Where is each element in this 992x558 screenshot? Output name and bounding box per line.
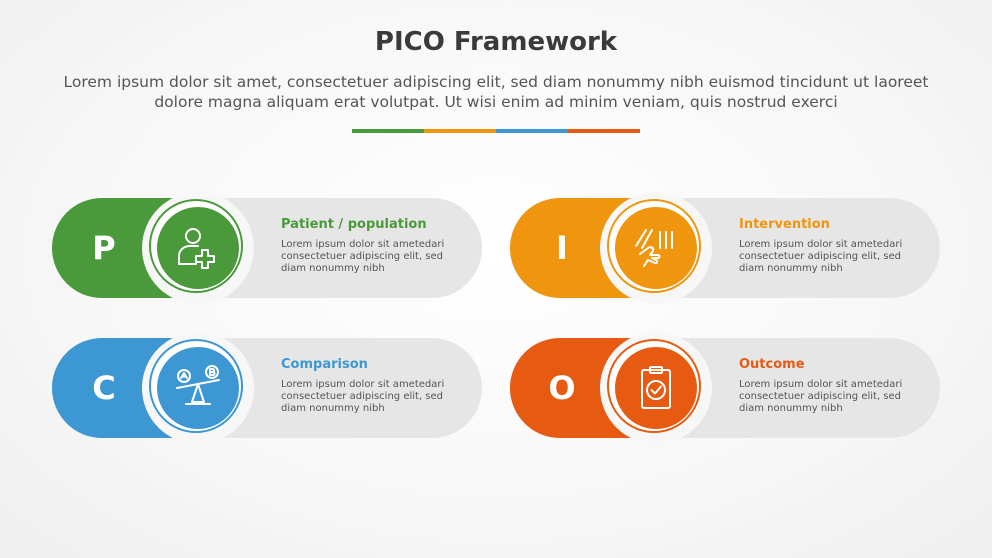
icon-ring	[142, 332, 254, 444]
divider-segment-green	[352, 129, 424, 133]
card-letter: C	[92, 369, 116, 407]
card-title: Patient / population	[281, 217, 427, 232]
page-title: PICO Framework	[374, 27, 618, 57]
card-letter: I	[556, 229, 568, 267]
hand-blocks-icon	[635, 229, 673, 267]
icon-ring	[600, 192, 712, 304]
seesaw-ab-icon	[176, 365, 220, 405]
card-letter: P	[92, 229, 116, 267]
card-title: Outcome	[739, 357, 805, 372]
card-text: Lorem ipsum dolor sit ametedari consecte…	[281, 239, 445, 274]
card-comparison: C Comparison Lorem ipsum dolor sit amete…	[52, 332, 482, 444]
icon-disc	[157, 207, 239, 289]
card-text: Lorem ipsum dolor sit ametedari consecte…	[281, 379, 445, 414]
divider-segment-blue	[496, 129, 568, 133]
icon-ring	[142, 192, 254, 304]
card-patient: P Patient / population Lorem ipsum dolor…	[52, 192, 482, 304]
card-outcome: O Outcome Lorem ipsum dolor sit ametedar…	[510, 332, 940, 444]
card-title: Comparison	[281, 357, 368, 372]
clipboard-check-icon	[641, 366, 671, 409]
card-text: Lorem ipsum dolor sit ametedari consecte…	[739, 239, 903, 274]
card-intervention: I Intervention Lorem ipsum dolor sit ame…	[510, 192, 940, 304]
icon-disc	[615, 207, 697, 289]
page-subtitle: Lorem ipsum dolor sit amet, consectetuer…	[63, 73, 929, 111]
color-divider	[352, 129, 640, 133]
card-title: Intervention	[739, 217, 830, 232]
divider-segment-orange	[424, 129, 496, 133]
card-letter: O	[548, 369, 576, 407]
card-text: Lorem ipsum dolor sit ametedari consecte…	[739, 379, 903, 414]
icon-ring	[600, 332, 712, 444]
icon-disc	[615, 347, 697, 429]
divider-segment-red	[568, 129, 640, 133]
icon-disc	[157, 347, 239, 429]
person-plus-icon	[178, 228, 215, 269]
